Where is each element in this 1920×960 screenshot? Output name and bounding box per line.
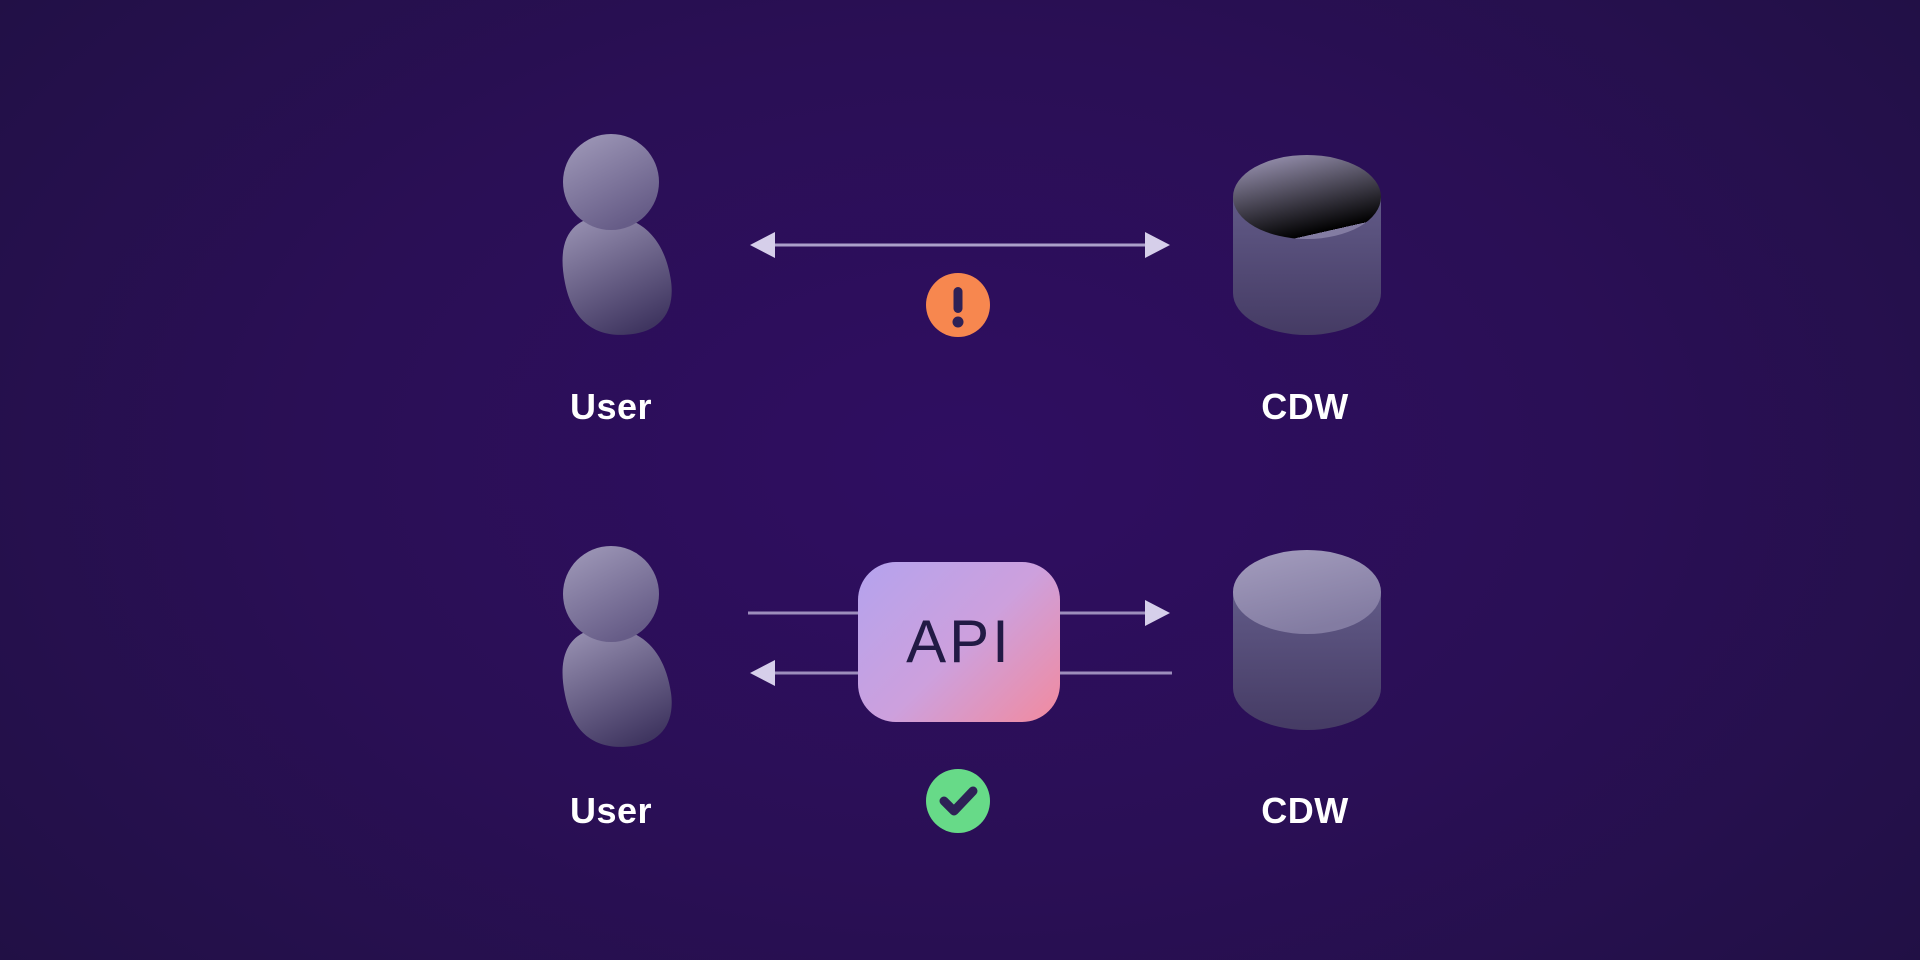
warning-icon [926,273,990,337]
cdw-label: CDW [1261,386,1349,427]
cdw-label: CDW [1261,790,1349,831]
user-label: User [569,790,653,831]
api-label: API [906,608,1012,675]
user-icon [562,134,672,335]
success-check-icon [926,769,990,833]
api-box: API [858,562,1060,722]
cdw-database-icon [1233,550,1381,730]
user-label: User [569,386,653,427]
bidirectional-arrow [750,232,1170,258]
cdw-database-icon [1233,155,1381,335]
user-icon [562,546,672,747]
